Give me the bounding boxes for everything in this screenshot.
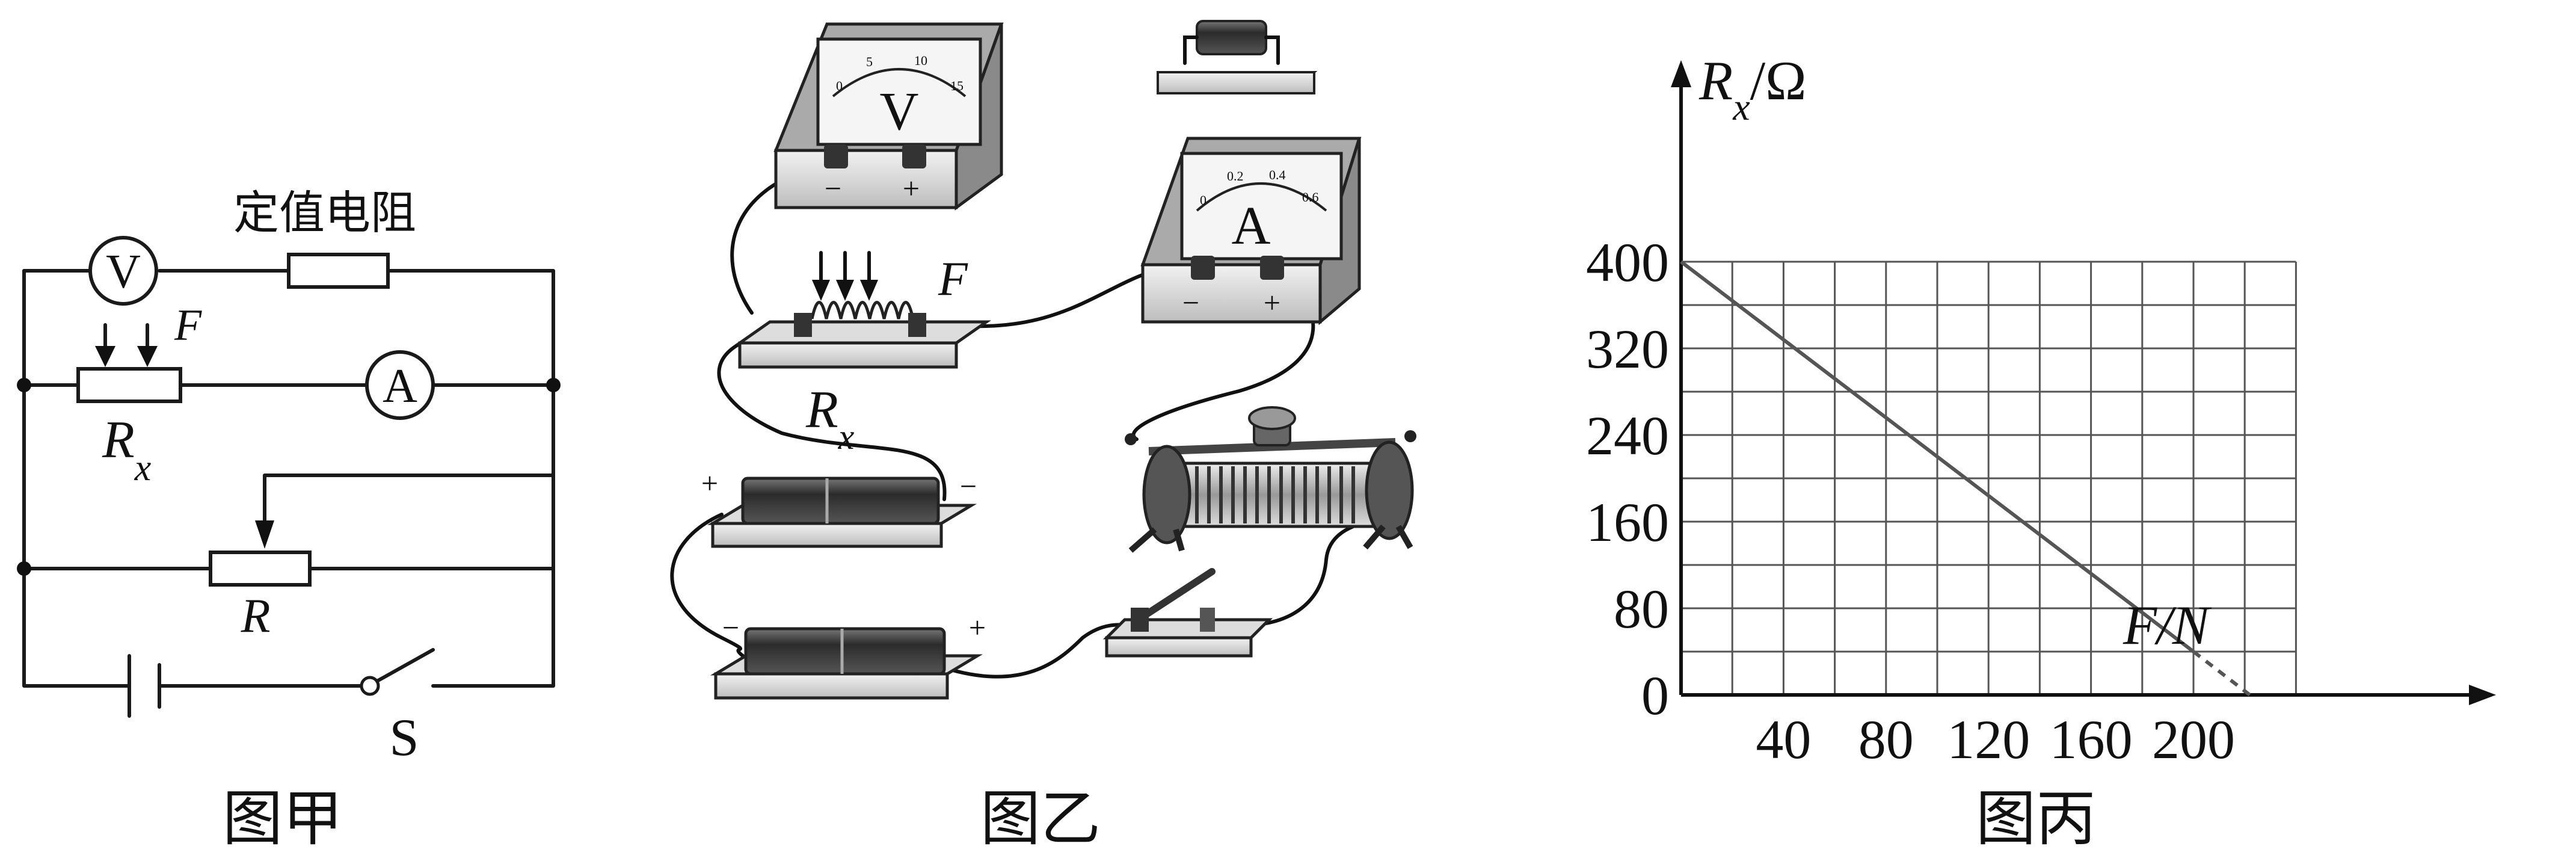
y-tick-label: 400 xyxy=(1586,232,1669,293)
svg-text:0.4: 0.4 xyxy=(1269,167,1286,182)
svg-text:0.6: 0.6 xyxy=(1302,190,1319,205)
x-tick-label: 160 xyxy=(2050,709,2133,770)
circuit-diagram: V 定值电阻 F Rx A R S 图甲 xyxy=(17,186,561,854)
slider-arrow-icon xyxy=(255,520,274,549)
x-tick-label: 120 xyxy=(1947,709,2030,770)
battery-symbol xyxy=(128,654,161,718)
x-tick-label: 80 xyxy=(1858,709,1914,770)
junction-dot xyxy=(546,378,561,392)
voltmeter-symbol xyxy=(88,236,158,306)
x-tick-label: 200 xyxy=(2152,709,2235,770)
ammeter-device: 0 0.2 0.4 0.6 A − + xyxy=(1140,137,1362,326)
cell1-minus: − xyxy=(960,469,977,503)
slider-wire xyxy=(263,383,555,531)
junction-dot xyxy=(17,378,31,392)
x-axis-arrow-icon xyxy=(2469,685,2496,705)
knife-switch-device xyxy=(1102,568,1273,658)
voltmeter-dial-letter: V xyxy=(880,82,919,141)
svg-text:0: 0 xyxy=(836,78,843,93)
y-tick-label: 160 xyxy=(1586,492,1669,553)
ammeter-plus: + xyxy=(1264,286,1280,319)
series-line xyxy=(1680,260,2195,653)
y-tick-label: 240 xyxy=(1586,405,1669,466)
top-branch-wire xyxy=(22,269,555,688)
voltmeter-minus: − xyxy=(825,171,841,205)
ammeter-minus: − xyxy=(1182,286,1199,319)
cell1-plus: + xyxy=(701,466,718,500)
battery-cell: − + xyxy=(710,611,986,700)
x-axis-label: F/N xyxy=(2123,594,2212,656)
chart-ticks: 40 80 120 160 200 0 80 160 240 320 400 xyxy=(1586,232,2235,770)
ammeter-symbol xyxy=(365,350,435,420)
spare-resistor xyxy=(1157,20,1318,94)
voltmeter-letter: V xyxy=(106,245,141,298)
switch-label: S xyxy=(390,709,419,767)
rx-label: Rx xyxy=(102,411,152,489)
left-wire xyxy=(22,269,131,688)
series-extrapolation-line xyxy=(2192,650,2251,697)
sensor-force-label: F xyxy=(938,253,968,306)
fixed-resistor-label: 定值电阻 xyxy=(233,186,416,239)
rheostat-label: R xyxy=(241,590,271,643)
ammeter-dial-letter: A xyxy=(1232,196,1271,256)
rx-sensor-device: F Rx xyxy=(735,251,991,457)
svg-text:5: 5 xyxy=(866,54,873,69)
fixed-resistor-symbol xyxy=(287,253,390,289)
cell2-plus: + xyxy=(969,611,986,644)
svg-text:0.2: 0.2 xyxy=(1227,168,1244,184)
chart-axes xyxy=(1671,60,2496,705)
force-label: F xyxy=(174,301,202,350)
junction-dot xyxy=(17,561,31,576)
caption-fig-a: 图甲 xyxy=(223,783,343,854)
force-arrow-icon xyxy=(95,323,158,367)
rx-force-chart: 40 80 120 160 200 0 80 160 240 320 400 F/N Rx/Ω 图丙 xyxy=(1586,50,2496,854)
caption-fig-b: 图乙 xyxy=(980,783,1101,854)
ammeter-letter: A xyxy=(383,360,417,413)
sensor-rx-label: Rx xyxy=(805,381,855,457)
chart-grid xyxy=(1681,261,2297,695)
slide-rheostat-device xyxy=(1125,406,1416,553)
rx-resistor-symbol xyxy=(76,367,182,403)
y-tick-label: 320 xyxy=(1586,318,1669,380)
y-tick-label: 80 xyxy=(1614,578,1669,640)
svg-text:0: 0 xyxy=(1200,193,1207,208)
y-axis-label: Rx/Ω xyxy=(1698,50,1807,128)
x-tick-label: 40 xyxy=(1756,709,1811,770)
battery-cell: + − xyxy=(701,466,977,548)
caption-fig-c: 图丙 xyxy=(1976,783,2096,854)
cell2-minus: − xyxy=(722,611,739,644)
y-axis-arrow-icon xyxy=(1671,60,1691,87)
svg-text:15: 15 xyxy=(950,78,964,93)
voltmeter-plus: + xyxy=(903,171,920,205)
rheostat-symbol xyxy=(209,551,312,587)
y-tick-label: 0 xyxy=(1641,665,1669,726)
voltmeter-device: 0 5 10 15 V − + xyxy=(773,22,1004,211)
svg-text:10: 10 xyxy=(914,53,927,68)
apparatus-drawing: 0 5 10 15 V − + F Rx xyxy=(670,20,1416,854)
switch-symbol xyxy=(360,648,435,696)
chart-series xyxy=(1680,260,2251,697)
